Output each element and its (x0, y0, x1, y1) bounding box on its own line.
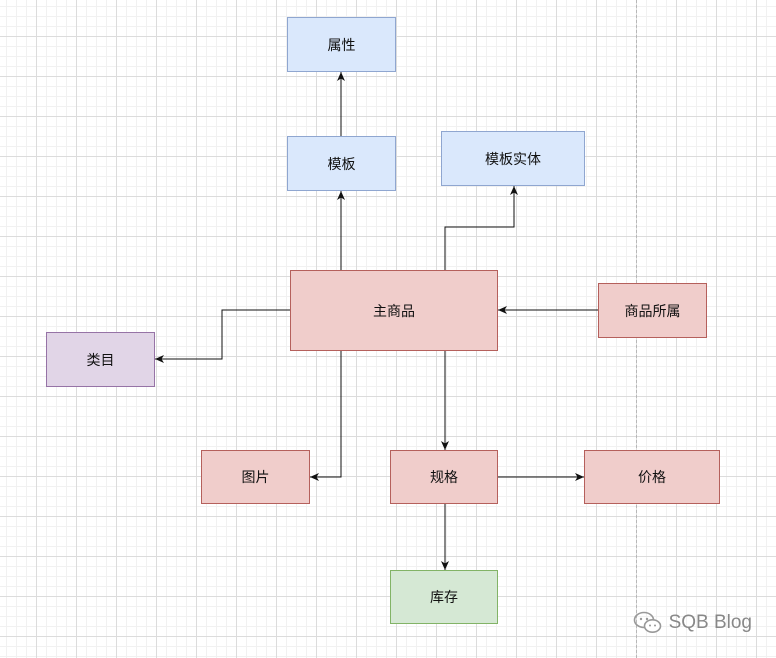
node-price[interactable]: 价格 (584, 450, 720, 504)
watermark-text: SQB Blog (668, 612, 752, 633)
node-category[interactable]: 类目 (46, 332, 155, 387)
node-price-label: 价格 (638, 470, 666, 486)
node-image-label: 图片 (241, 470, 270, 486)
node-stock[interactable]: 库存 (390, 570, 498, 624)
node-main-product-label: 主商品 (373, 303, 415, 320)
wechat-icon (633, 611, 661, 633)
node-stock-label: 库存 (430, 590, 458, 606)
edge-main-to-category (155, 309, 290, 363)
node-template-label: 模板 (327, 156, 356, 173)
node-spec[interactable]: 规格 (390, 450, 498, 504)
node-spec-label: 规格 (430, 470, 458, 486)
edge-main-to-image (310, 351, 342, 481)
node-template[interactable]: 模板 (287, 136, 396, 191)
watermark: SQB Blog (633, 610, 752, 636)
node-main-product[interactable]: 主商品 (290, 270, 498, 351)
node-template-entity-label: 模板实体 (485, 151, 541, 168)
node-image[interactable]: 图片 (201, 450, 310, 504)
node-product-owner-label: 商品所属 (624, 303, 681, 320)
node-attribute[interactable]: 属性 (287, 17, 396, 72)
node-product-owner[interactable]: 商品所属 (598, 283, 707, 338)
node-category-label: 类目 (86, 352, 115, 369)
node-template-entity[interactable]: 模板实体 (441, 131, 585, 186)
node-attribute-label: 属性 (327, 37, 356, 54)
edge-main-to-template-entity (444, 186, 518, 270)
